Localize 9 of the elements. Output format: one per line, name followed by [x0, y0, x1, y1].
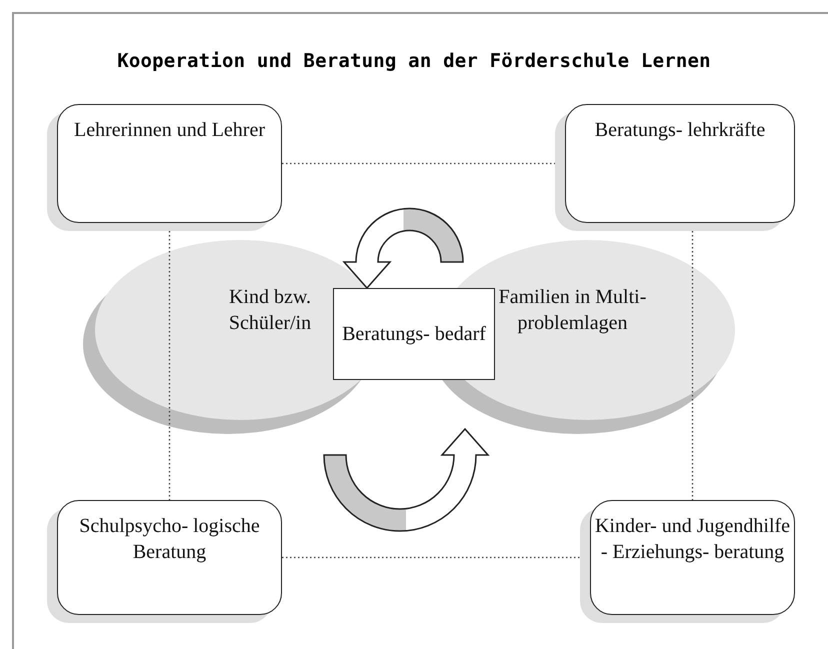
- process-box: [333, 288, 495, 380]
- node-label: Lehrerinnen und Lehrer: [74, 118, 265, 143]
- node-label: Beratungs- bedarf: [342, 322, 486, 347]
- node-label: Schulpsycho- logische Beratung: [78, 514, 261, 565]
- diagram-title: Kooperation und Beratung an der Förderschule Lernen: [116, 50, 712, 72]
- node-label: Kind bzw. Schüler/in: [228, 285, 312, 336]
- node-label: Kinder- und Jugendhilfe - Erziehungs- beratung: [594, 514, 792, 565]
- node-label: Beratungs- lehrkräfte: [594, 118, 766, 143]
- node-label: Familien in Multi- problemlagen: [498, 285, 648, 336]
